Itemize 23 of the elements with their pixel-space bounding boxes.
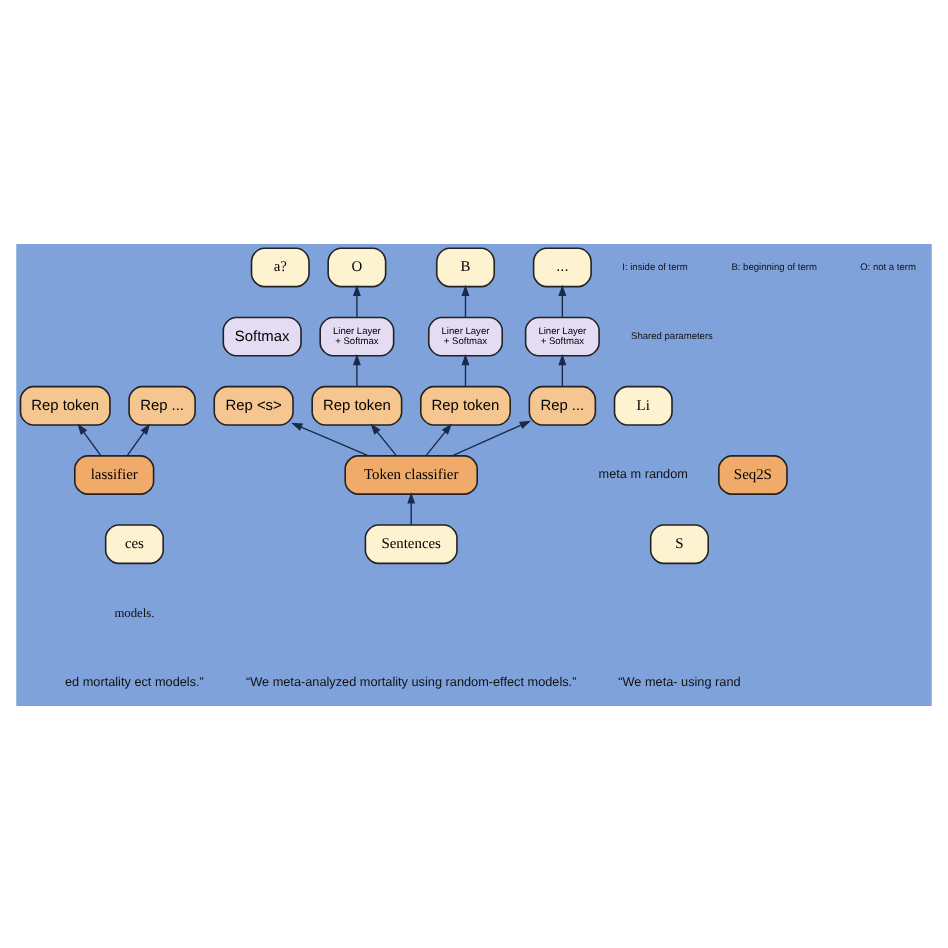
arrow [126,422,151,456]
node-box: Sentences [364,523,458,564]
node-box: O [327,246,387,287]
node-box: Token classifier [344,454,478,494]
node-box: a? [250,246,310,287]
arrow [370,422,398,456]
node-box: ces [104,523,164,564]
arrow [451,419,531,456]
arrow [291,421,370,456]
arrow [461,283,470,317]
arrow [558,283,567,317]
arrow [77,422,102,456]
node-box: Li [613,384,673,425]
node-box: B [435,246,496,287]
arrow [352,352,361,387]
arrow [425,422,452,456]
arrow [352,283,361,317]
arrow [558,352,567,387]
node-box: Seq2S [718,454,788,494]
node-box: S [649,523,709,564]
arrow [461,352,470,387]
node-box: lassifier [74,454,155,494]
arrow [407,491,416,525]
